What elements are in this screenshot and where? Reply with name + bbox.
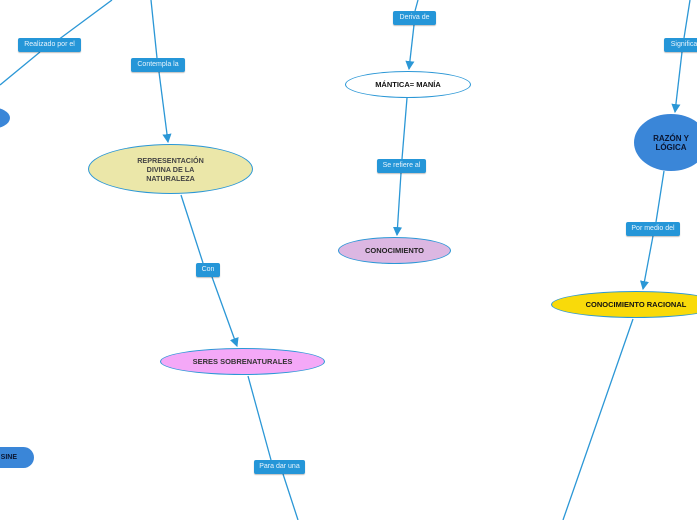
node-seres-sobrenaturales[interactable]: SERES SOBRENATURALES bbox=[160, 348, 325, 375]
node-representacion-text: REPRESENTACIÓN DIVINA DE LA NATURALEZA bbox=[137, 155, 204, 183]
edge-significa-to-razon bbox=[671, 51, 683, 114]
edge-pormedio-to-racional bbox=[640, 235, 654, 291]
node-sine[interactable]: SINE bbox=[0, 447, 34, 468]
node-representacion[interactable]: REPRESENTACIÓN DIVINA DE LA NATURALEZA bbox=[88, 144, 253, 194]
edge-deriva-to-mantica bbox=[405, 24, 415, 71]
label-se-refiere-al[interactable]: Se refiere al bbox=[377, 159, 426, 173]
node-conocimiento[interactable]: CONOCIMIENTO bbox=[338, 237, 451, 264]
edge-con-to-seres bbox=[211, 276, 239, 348]
label-con[interactable]: Con bbox=[196, 263, 220, 277]
node-seres-text: SERES SOBRENATURALES bbox=[192, 357, 293, 366]
edge-paradar-down bbox=[282, 473, 299, 520]
node-razon-y-logica[interactable]: RAZÓN Y LÓGICA bbox=[634, 114, 697, 171]
edge-mantica-to-refiere bbox=[401, 97, 408, 160]
node-conocimiento-racional[interactable]: CONOCIMIENTO RACIONAL bbox=[551, 291, 697, 318]
edge-seres-to-paradar bbox=[247, 375, 272, 461]
edge-razon-to-pormedio bbox=[655, 170, 665, 223]
node-mantica-text: MÁNTICA= MANÍA bbox=[375, 80, 441, 89]
label-significa[interactable]: Significa bbox=[664, 38, 697, 52]
label-realizado-por-el[interactable]: Realizado por el bbox=[18, 38, 81, 52]
node-sine-text: SINE bbox=[0, 454, 17, 461]
label-deriva-de[interactable]: Deriva de bbox=[393, 11, 436, 25]
label-contempla-la[interactable]: Contempla la bbox=[131, 58, 185, 72]
label-para-dar-una[interactable]: Para dar una bbox=[254, 460, 305, 474]
edge-realizado-to-left bbox=[0, 51, 41, 86]
edge-refiere-to-conocimiento bbox=[392, 172, 403, 237]
node-razon-text: RAZÓN Y LÓGICA bbox=[653, 133, 689, 152]
node-mantica[interactable]: MÁNTICA= MANÍA bbox=[345, 71, 471, 98]
edge-top-to-realizado bbox=[57, 0, 113, 41]
node-racional-text: CONOCIMIENTO RACIONAL bbox=[585, 300, 687, 309]
edge-top-to-deriva bbox=[414, 0, 419, 12]
edge-contempla-to-representacion bbox=[158, 71, 172, 144]
label-por-medio-del[interactable]: Por medio del bbox=[626, 222, 680, 236]
node-left-partial[interactable] bbox=[0, 107, 10, 129]
edge-top-to-significa bbox=[683, 0, 691, 39]
node-conocimiento-text: CONOCIMIENTO bbox=[364, 246, 425, 255]
edge-representacion-to-con bbox=[180, 194, 204, 264]
edge-top-to-contempla bbox=[150, 0, 158, 59]
edge-racional-down bbox=[562, 318, 634, 520]
